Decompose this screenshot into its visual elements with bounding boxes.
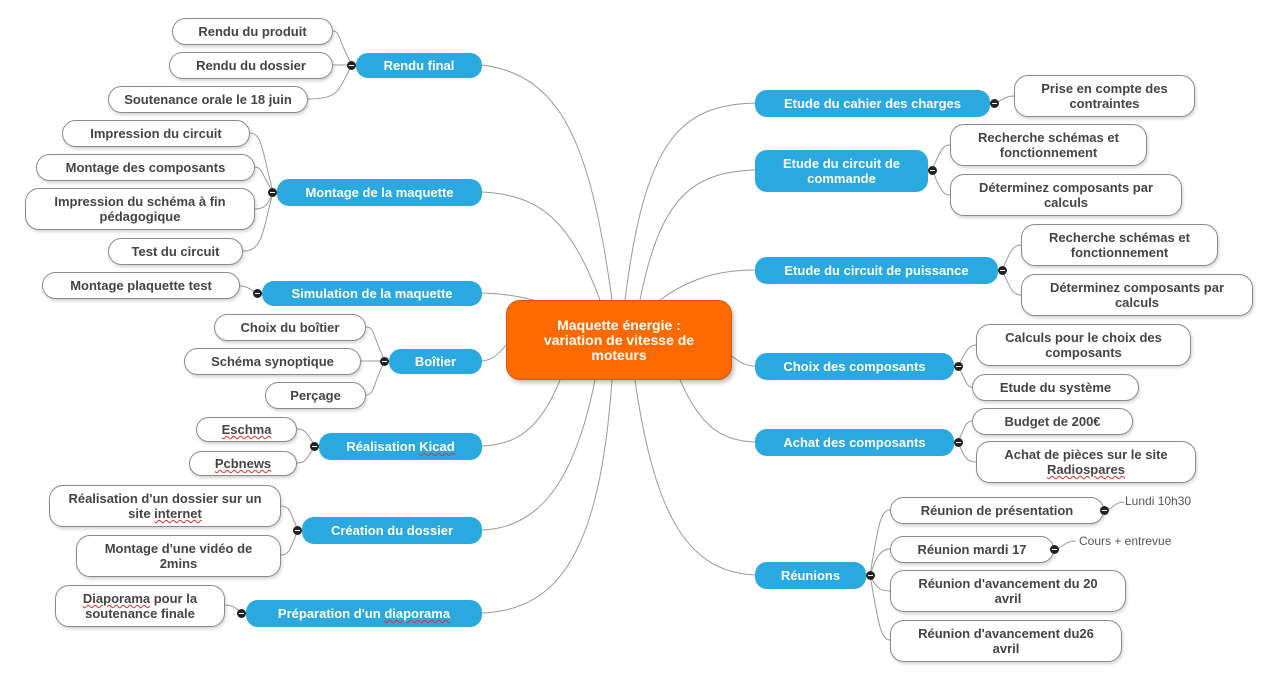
- collapse-toggle-icon[interactable]: [954, 438, 963, 447]
- link-root-montage: [481, 191, 601, 301]
- branch-kicad-label-pre: Réalisation: [346, 439, 420, 454]
- collapse-toggle-icon[interactable]: [1100, 506, 1109, 515]
- branch-realisation-kicad[interactable]: Réalisation Kicad: [319, 433, 482, 460]
- leaf-achat-pieces-text: Achat de pièces sur le site Radiospares: [1004, 447, 1172, 477]
- leaf-dossier-text: Réalisation d'un dossier sur un site int…: [68, 491, 266, 521]
- leaf-rendu-produit[interactable]: Rendu du produit: [172, 18, 333, 45]
- branch-etude-cahier-charges[interactable]: Etude du cahier des charges: [755, 90, 990, 117]
- branch-etude-circuit-puissance[interactable]: Etude du circuit de puissance: [755, 257, 998, 284]
- leaf-etude-systeme[interactable]: Etude du système: [972, 374, 1139, 401]
- collapse-toggle-icon[interactable]: [293, 526, 302, 535]
- leaf-commande-determinez-composants[interactable]: Déterminez composants par calculs: [950, 174, 1182, 216]
- link-root-creation: [481, 379, 596, 531]
- branch-rendu-final[interactable]: Rendu final: [356, 53, 482, 78]
- note-cours-entrevue: Cours + entrevue: [1079, 534, 1172, 548]
- branch-diaporama-label-sq: diaporama: [384, 606, 451, 621]
- root-line-1: Maquette énergie :: [557, 316, 681, 333]
- link-root-reunions: [634, 379, 756, 576]
- leaf-eschma[interactable]: Eschma: [196, 417, 297, 442]
- collapse-toggle-icon[interactable]: [998, 266, 1007, 275]
- leaf-realisation-dossier-internet[interactable]: Réalisation d'un dossier sur un site int…: [49, 485, 281, 527]
- leaf-pcbnews-label: Pcbnews: [214, 456, 272, 471]
- leaf-rendu-dossier[interactable]: Rendu du dossier: [169, 52, 333, 79]
- branch-diaporama-label-pre: Préparation d'un: [277, 606, 385, 621]
- leaf-reunion-presentation[interactable]: Réunion de présentation: [890, 497, 1104, 524]
- leaf-pcbnews[interactable]: Pcbnews: [189, 451, 297, 476]
- leaf-reunion-mardi[interactable]: Réunion mardi 17: [890, 536, 1054, 563]
- branch-etude-circuit-commande[interactable]: Etude du circuit de commande: [755, 150, 928, 192]
- leaf-budget[interactable]: Budget de 200€: [972, 408, 1133, 435]
- collapse-toggle-icon[interactable]: [380, 357, 389, 366]
- collapse-toggle-icon[interactable]: [954, 362, 963, 371]
- collapse-toggle-icon[interactable]: [990, 99, 999, 108]
- link-root-boitier: [481, 344, 507, 362]
- leaf-diaporama-soutenance[interactable]: Diaporama pour la soutenance finale: [55, 585, 225, 627]
- branch-preparation-diaporama[interactable]: Préparation d'un diaporama: [246, 600, 482, 627]
- collapse-toggle-icon[interactable]: [866, 571, 875, 580]
- leaf-eschma-label: Eschma: [221, 422, 272, 437]
- leaf-montage-video[interactable]: Montage d'une vidéo de 2mins: [76, 535, 281, 577]
- leaf-achat-pieces-radiospares[interactable]: Achat de pièces sur le site Radiospares: [976, 441, 1196, 483]
- branch-achat-composants[interactable]: Achat des composants: [755, 429, 954, 456]
- branch-boitier[interactable]: Boîtier: [389, 349, 482, 374]
- collapse-toggle-icon[interactable]: [347, 61, 356, 70]
- branch-choix-composants[interactable]: Choix des composants: [755, 353, 954, 380]
- link-root-diaporama: [481, 379, 613, 614]
- leaf-diaporama-text: Diaporama pour la soutenance finale: [82, 591, 201, 621]
- link-root-commande: [639, 169, 756, 301]
- leaf-puissance-determinez-composants[interactable]: Déterminez composants par calculs: [1021, 274, 1253, 316]
- note-lundi: Lundi 10h30: [1125, 494, 1192, 508]
- branch-montage-maquette[interactable]: Montage de la maquette: [277, 179, 482, 206]
- branch-simulation-maquette[interactable]: Simulation de la maquette: [262, 281, 482, 306]
- leaf-reunion-avancement-26-avril[interactable]: Réunion d'avancement du26 avril: [890, 620, 1122, 662]
- leaf-montage-plaquette-test[interactable]: Montage plaquette test: [42, 272, 240, 299]
- leaf-impression-circuit[interactable]: Impression du circuit: [62, 120, 250, 147]
- leaf-puissance-recherche-schemas[interactable]: Recherche schémas et fonctionnement: [1021, 224, 1218, 266]
- collapse-toggle-icon[interactable]: [928, 166, 937, 175]
- root-line-3: moteurs: [591, 346, 647, 363]
- leaf-prise-compte-contraintes[interactable]: Prise en compte des contraintes: [1014, 75, 1195, 117]
- collapse-toggle-icon[interactable]: [1050, 545, 1059, 554]
- link-root-kicad: [481, 379, 561, 447]
- leaf-impression-schema[interactable]: Impression du schéma à fin pédagogique: [25, 188, 255, 230]
- leaf-test-circuit[interactable]: Test du circuit: [108, 238, 243, 265]
- leaf-choix-boitier[interactable]: Choix du boîtier: [214, 314, 366, 341]
- leaf-reunion-avancement-20-avril[interactable]: Réunion d'avancement du 20 avril: [890, 570, 1126, 612]
- leaf-soutenance-orale[interactable]: Soutenance orale le 18 juin: [108, 86, 308, 113]
- link-root-choix: [729, 354, 756, 367]
- branch-creation-dossier[interactable]: Création du dossier: [302, 517, 482, 544]
- link-root-puissance: [659, 269, 756, 301]
- link-root-cahier: [624, 102, 756, 301]
- leaf-montage-composants[interactable]: Montage des composants: [36, 154, 255, 181]
- collapse-toggle-icon[interactable]: [310, 442, 319, 451]
- collapse-toggle-icon[interactable]: [253, 289, 262, 298]
- leaf-percage[interactable]: Perçage: [265, 382, 366, 409]
- leaf-commande-recherche-schemas[interactable]: Recherche schémas et fonctionnement: [950, 124, 1147, 166]
- leaf-calculs-choix-composants[interactable]: Calculs pour le choix des composants: [976, 324, 1191, 366]
- leaf-schema-synoptique[interactable]: Schéma synoptique: [184, 348, 361, 375]
- root-line-2: variation de vitesse de: [543, 331, 695, 348]
- link-root-rendu-final: [481, 64, 613, 301]
- branch-kicad-label-sq: Kicad: [419, 439, 455, 454]
- link-root-achat: [679, 379, 756, 443]
- root-topic[interactable]: Maquette énergie : variation de vitesse …: [506, 300, 732, 380]
- collapse-toggle-icon[interactable]: [237, 609, 246, 618]
- collapse-toggle-icon[interactable]: [268, 188, 277, 197]
- branch-reunions[interactable]: Réunions: [755, 562, 866, 589]
